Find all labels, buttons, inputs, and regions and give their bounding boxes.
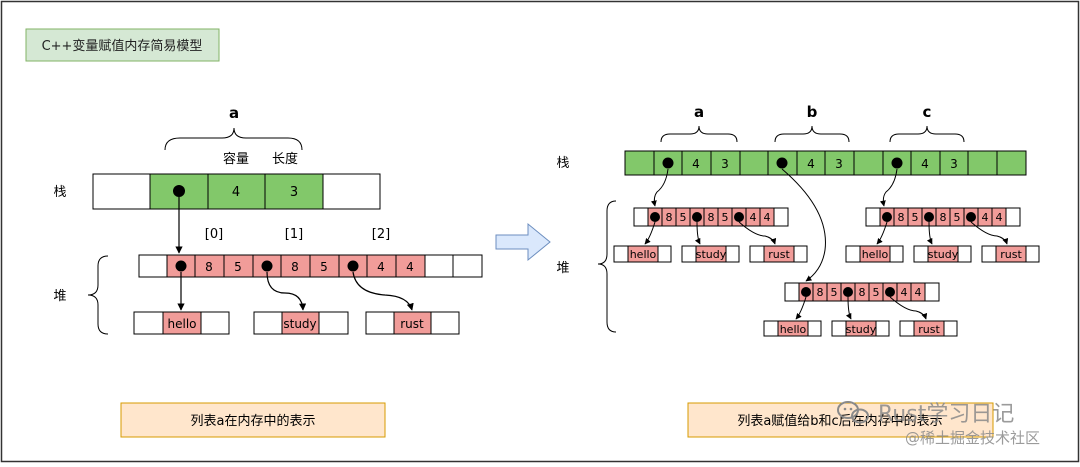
right-heap-num: 4 [996,211,1003,224]
string-label: hello [168,317,197,331]
right-caption-box: 列表a赋值给b和c后在内存中的表示 [687,402,994,438]
string-label: study [846,323,877,336]
right-heap-num: 8 [859,286,866,299]
watermark-line2: @稀土掘金技术社区 [905,429,1040,447]
index-label-2: [2] [372,227,390,242]
left-string-hello: hello [133,311,230,335]
watermark: Rust学习日记 @稀土掘金技术社区 [837,401,1040,447]
index-label-0: [0] [205,227,223,242]
left-heap-pointer-1 [261,260,273,272]
string-label: study [696,248,727,261]
left-string-rust: rust [365,311,460,335]
right-heap-num: 5 [912,211,919,224]
right-stack-label: 栈 [556,156,569,171]
diagram-title: C++变量赋值内存简易模型 [42,38,203,54]
string-label: study [283,317,316,331]
right-heap-brace [597,200,617,333]
left-heap-pointer-2 [347,260,359,272]
right-heap-num: 4 [901,286,908,299]
left-arrows [175,197,414,311]
right-heap-num: 4 [915,286,922,299]
left-heap-num: 8 [205,260,213,274]
right-var-braces [660,125,965,143]
right-heap-num: 8 [817,286,824,299]
right-heap-num: 5 [722,211,729,224]
right-heap-num: 5 [873,286,880,299]
right-var-name-c: c [923,103,932,121]
right-strings-b: hello study rust [763,320,958,337]
left-heap-label: 堆 [53,289,66,304]
title-box: C++变量赋值内存简易模型 [25,28,220,62]
left-stack-label: 栈 [53,185,66,200]
right-stack-row [624,150,1027,176]
string-label: hello [780,323,807,336]
right-stack-pointer-c [891,157,903,169]
right-stack-pointer-b [776,157,788,169]
right-heap-num: 8 [666,211,673,224]
string-label: rust [400,317,424,331]
left-heap-num: 5 [234,260,242,274]
string-label: study [928,248,959,261]
transition-arrow-icon [495,222,551,262]
string-label: rust [918,323,940,336]
left-heap-num: 8 [291,260,299,274]
left-var-name: a [229,104,239,122]
left-caption-box: 列表a在内存中的表示 [120,402,386,438]
left-heap-row: 8 5 8 5 4 4 [138,254,483,278]
right-heap-num: 8 [940,211,947,224]
right-heap-num: 8 [898,211,905,224]
right-heap-num: 5 [831,286,838,299]
right-strings-c: hello study rust [845,245,1040,263]
right-heap-num: 5 [680,211,687,224]
right-stack-value: 4 [692,157,700,171]
left-diagram: a 容量 长度 栈 4 3 [0] [1] [2] 堆 [53,104,483,438]
length-label: 长度 [272,151,298,167]
right-strings-a: hello study rust [613,245,808,263]
right-stack-value: 4 [807,157,815,171]
left-caption: 列表a在内存中的表示 [191,413,316,429]
right-heap-row-c: 8 5 8 5 4 4 [865,207,1021,227]
right-heap-row-b: 8 5 8 5 4 4 [784,282,940,302]
right-heap-label: 堆 [556,261,569,276]
left-length-value: 3 [290,185,298,200]
right-var-name-b: b [807,103,818,121]
right-stack-value: 3 [835,157,843,171]
left-var-brace [164,127,303,151]
left-stack-row: 4 3 [92,173,381,210]
right-heap-num: 4 [982,211,989,224]
left-stack-pointer [173,185,185,197]
right-diagram: a b c 栈 4 3 4 [556,103,1040,438]
left-capacity-value: 4 [232,185,240,200]
watermark-line1: Rust学习日记 [878,402,1014,427]
right-arrows [644,168,1009,320]
left-heap-brace [87,255,109,335]
string-label: rust [1000,248,1022,261]
left-string-study: study [253,311,349,335]
left-heap-pointer-0 [175,260,187,272]
right-var-name-a: a [694,103,704,121]
left-heap-num: 4 [406,260,414,274]
index-label-1: [1] [285,227,303,242]
right-stack-value: 3 [950,157,958,171]
wechat-icon [837,401,869,424]
string-label: hello [862,248,889,261]
right-stack-pointer-a [662,157,674,169]
string-label: rust [768,248,790,261]
right-heap-num: 5 [954,211,961,224]
right-heap-num: 8 [708,211,715,224]
right-caption: 列表a赋值给b和c后在内存中的表示 [737,413,942,429]
right-heap-num: 4 [750,211,757,224]
left-heap-num: 4 [377,260,385,274]
right-heap-num: 4 [764,211,771,224]
right-stack-value: 4 [921,157,929,171]
left-heap-num: 5 [320,260,328,274]
right-heap-row-a: 8 5 8 5 4 4 [633,207,789,227]
capacity-label: 容量 [223,151,249,167]
right-stack-value: 3 [721,157,729,171]
string-label: hello [630,248,657,261]
